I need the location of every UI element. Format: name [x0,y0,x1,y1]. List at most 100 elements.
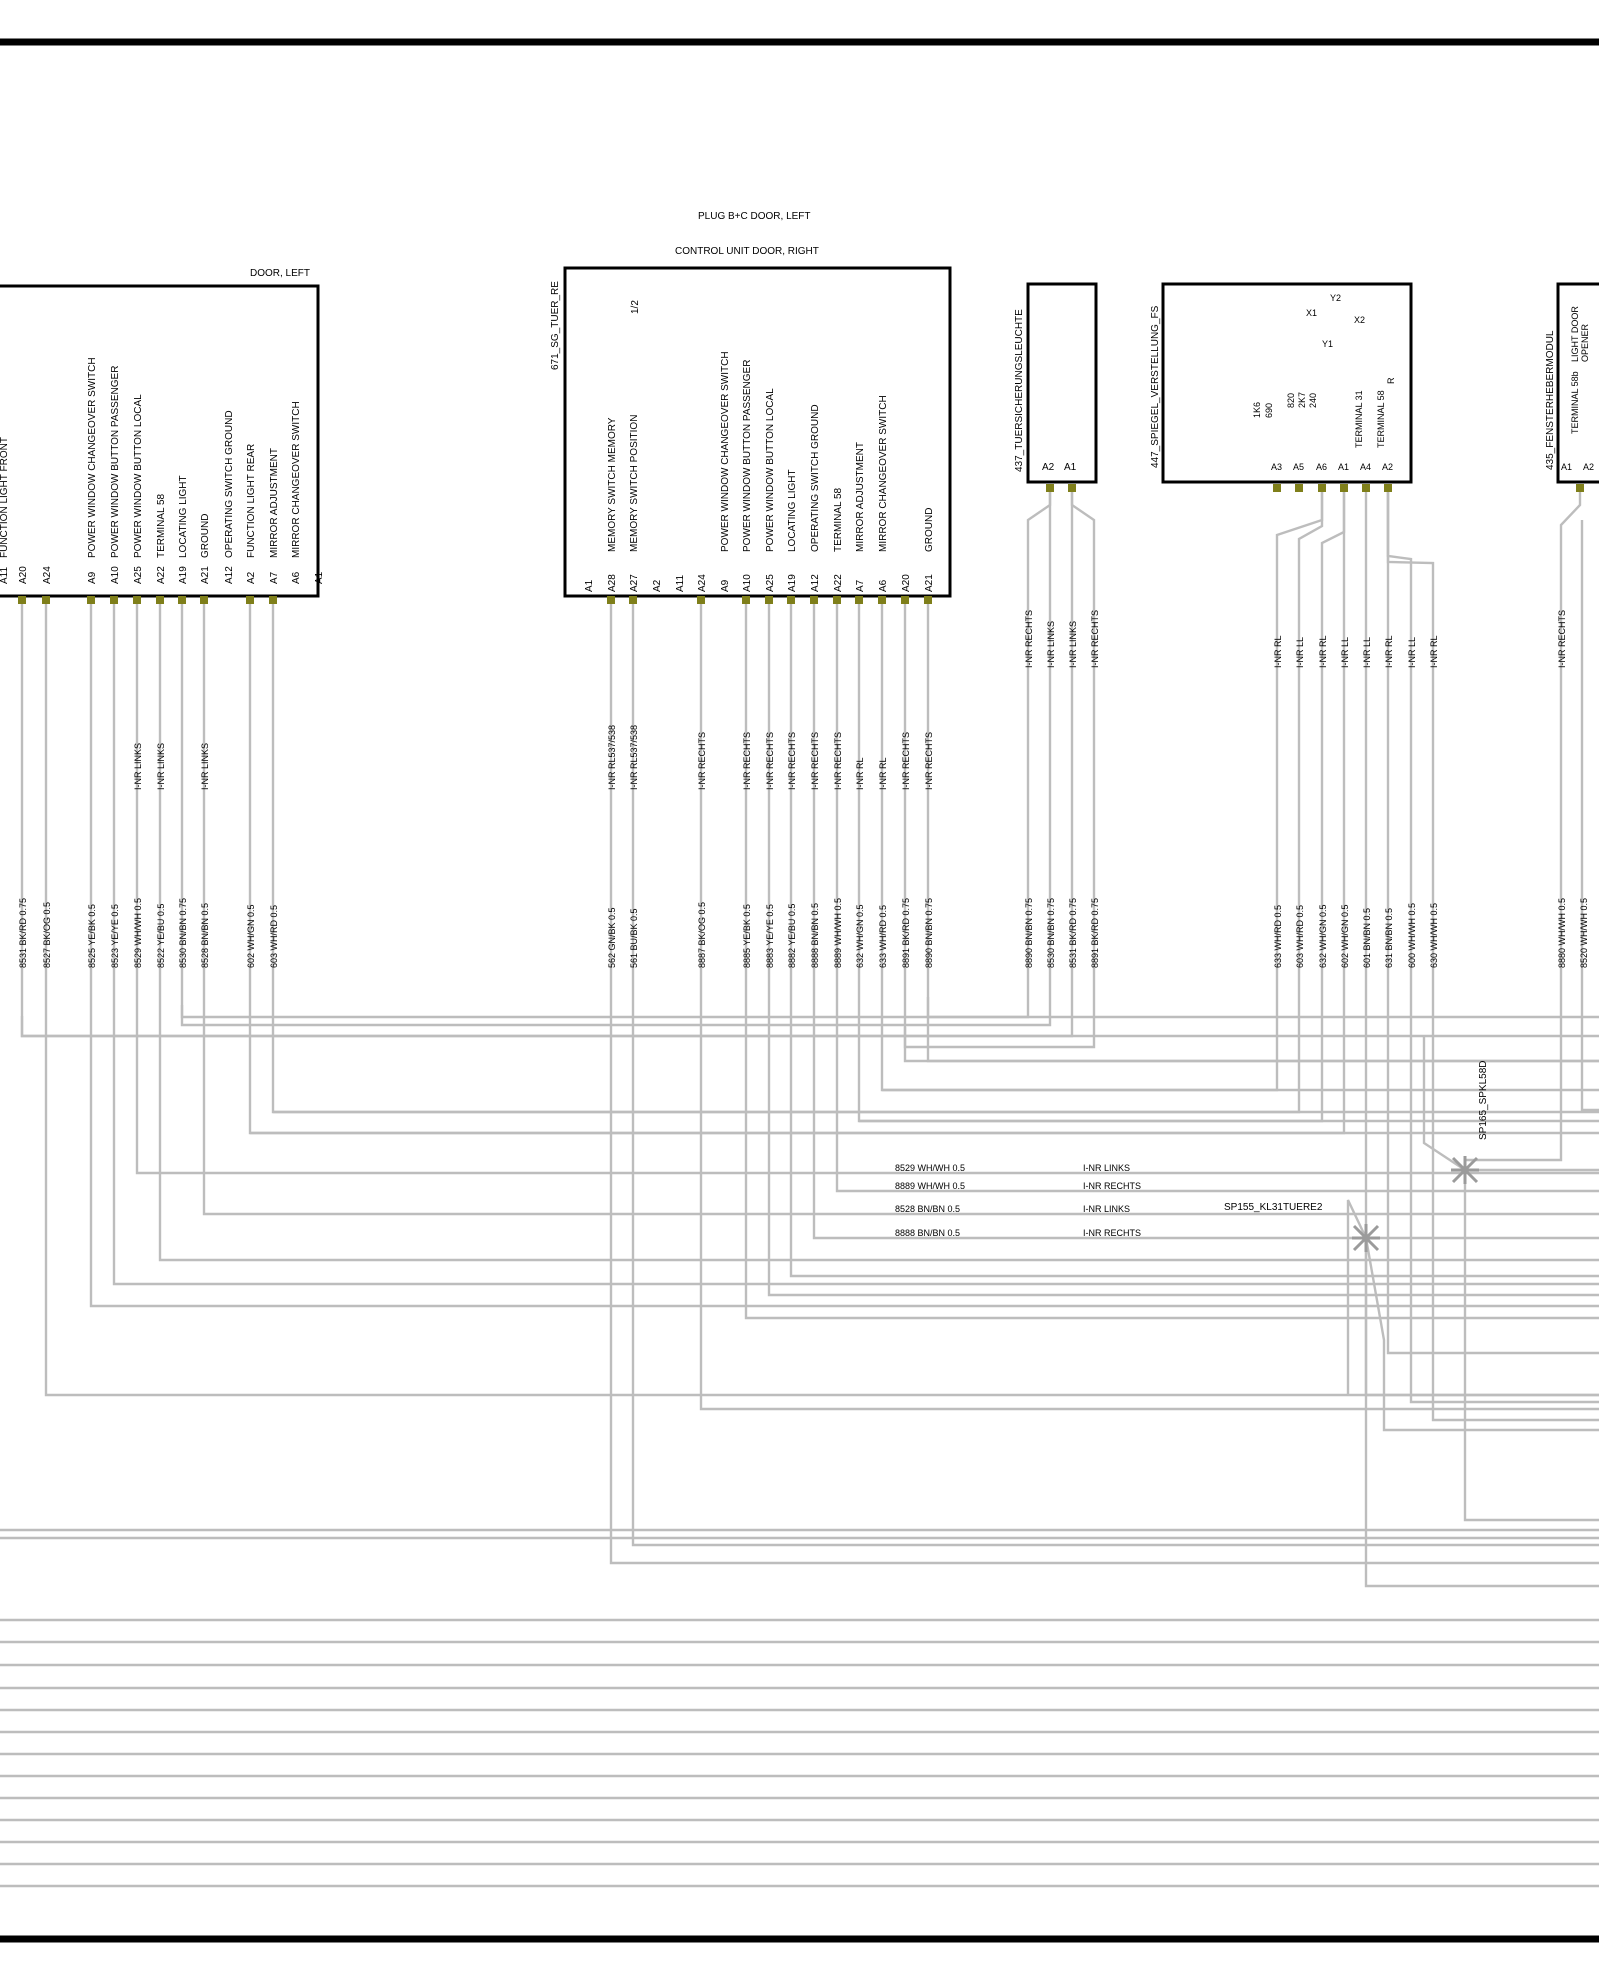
door-left-pin-dot [246,596,254,604]
wire-layer [0,492,1599,1888]
door-left-wire [248,604,1599,1135]
splice-sp155-icon [1352,1224,1380,1252]
spiegel-pin-A4: A4 [1360,462,1371,472]
splice-wire-note: I-NR LINKS [1083,1204,1130,1214]
spiegel-wire-note: I-NR LL [1295,637,1305,668]
sg-wire-note: I-NR RECHTS [742,732,752,790]
door-left-wire-label: 602 WH/GN 0.5 [246,904,256,968]
fensterheber-label-opener: OPENER [1580,323,1590,362]
spiegel-pin-A1: A1 [1338,462,1349,472]
tuersicherung-wire [903,492,1096,1049]
module-layer [0,266,1599,604]
spiegel-wire [1386,492,1599,1422]
sg-wire-label: 8885 YE/BK 0.5 [742,904,752,968]
spiegel-wire [250,492,1346,1135]
fensterheber-wire-2 [1580,520,1599,1112]
sg-pin-A20: A20 [901,574,912,592]
door-left-func-A12: OPERATING SWITCH GROUND [224,410,235,558]
splice2-branch [1346,1199,1368,1395]
fensterheber-pin-a2: A2 [1583,462,1594,472]
spiegel-label-y1: Y1 [1322,339,1333,349]
sg-pin-A10: A10 [742,574,753,592]
spiegel-pin-dot [1340,484,1348,492]
spiegel-wire-label: 632 WH/GN 0.5 [1318,904,1328,968]
tuersicherung-pin-dot [1068,484,1076,492]
fensterheber-pin-a1: A1 [1561,462,1572,472]
sg-wire-label: 8889 WH/WH 0.5 [833,898,843,968]
splice-wire-label: 8889 WH/WH 0.5 [895,1181,965,1191]
fensterheber-wire [1465,492,1582,1162]
tuersicherung-wire-note: I-NR LINKS [1068,621,1078,668]
sg-wire [631,604,1599,1547]
tuersicherung-pin-A1: A1 [1064,462,1077,473]
sg-wire-note: I-NR RECHTS [810,732,820,790]
sg-pin-A11: A11 [675,575,686,592]
sg-pin-A21: A21 [924,574,935,592]
door-left-wire-label: 8527 BK/OG 0.5 [42,902,52,968]
sg-pin-dot [787,596,795,604]
fensterheber-wire-note-1: I-NR RECHTS [1557,610,1567,668]
sg-wire-label: 633 WH/RD 0.5 [878,905,888,968]
tuersicherung-pin-A2: A2 [1042,462,1055,473]
door-left-pin-A24: A24 [42,566,53,584]
spiegel-code: 447_SPIEGEL_VERSTELLUNG_FS [1150,305,1161,468]
door-left-pin-A12: A12 [224,566,235,584]
spiegel-pin-A2: A2 [1382,462,1393,472]
spiegel-label-1k6: 1K6 [1252,402,1262,418]
tuersicherung-wire-note: I-NR RECHTS [1024,610,1034,668]
spiegel-wire-note: I-NR RL [1429,635,1439,668]
sg-pin-dot [742,596,750,604]
sg-func-A9: POWER WINDOW CHANGEOVER SWITCH [720,351,731,552]
splice-sp165-icon [1451,1156,1479,1184]
sg-tuer-re-box [563,266,952,598]
sg-wire [609,604,1599,1565]
sg-wire-note: I-NR RL537/538 [607,725,617,790]
sg-pin-dot [901,596,909,604]
splice-wire-note: I-NR RECHTS [1083,1228,1141,1238]
door-left-pin-dot [110,596,118,604]
spiegel-wire-note: I-NR LL [1362,637,1372,668]
spiegel-box [1161,282,1413,484]
spiegel-wire [273,492,1324,1114]
splice2-branch-2 [1364,1237,1599,1432]
spiegel-wire-label: 600 WH/WH 0.5 [1407,903,1417,968]
sg-wire-label: 8890 BN/BN 0.75 [924,898,934,968]
spiegel-pin-dot [1273,484,1281,492]
door-left-func-A19: LOCATING LIGHT [178,475,189,558]
door-left-pin-A7: A7 [269,571,280,584]
sg-func-A27: MEMORY SWITCH POSITION [629,415,640,552]
door-left-pin-A2: A2 [246,571,257,584]
sg-wire-label: 8887 BK/OG 0.5 [697,902,707,968]
sg-pin-A24: A24 [697,574,708,592]
sg-pin-A6: A6 [878,579,889,592]
sg-wire-note: I-NR RECHTS [765,732,775,790]
sg-wire [767,604,1599,1297]
sg-func-A6: MIRROR CHANGEOVER SWITCH [878,395,889,552]
door-left-title: DOOR, LEFT [250,268,310,279]
sg-func-A21: GROUND [924,508,935,552]
spiegel-wire [1386,492,1599,1404]
sg-pin-dot [878,596,886,604]
sg-func-A19: LOCATING LIGHT [787,469,798,552]
sg-tuer-re-title: CONTROL UNIT DOOR, RIGHT [675,246,819,257]
sg-wire [812,604,1599,1240]
door-left-wire-label: 8529 WH/WH 0.5 [133,898,143,968]
door-left-pin-A11: A11 [0,567,10,584]
spiegel-label-terminal58: TERMINAL 58 [1376,390,1386,448]
sg-tuer-re-code: 671_SG_TUER_RE [550,281,561,370]
sg-pin-A27: A27 [629,574,640,592]
spiegel-pin-dot [1318,484,1326,492]
plug-title: PLUG B+C DOOR, LEFT [698,211,811,222]
tuersicherung-wire-label: 8890 BN/BN 0.75 [1024,898,1034,968]
spiegel-wire-label: 631 BN/BN 0.5 [1384,908,1394,968]
door-left-func-A10: POWER WINDOW BUTTON PASSENGER [110,366,121,558]
spiegel-wire-label: 603 WH/RD 0.5 [1295,905,1305,968]
sg-wire-note: I-NR RECHTS [787,732,797,790]
tuersicherung-wire [180,492,1052,1027]
sg-wire-label: 8891 BK/RD 0.75 [901,898,911,968]
fensterheber-code: 435_FENSTERHEBERMODUL [1545,330,1556,470]
door-left-wire [202,604,1599,1216]
sg-func-A25: POWER WINDOW BUTTON LOCAL [765,388,776,552]
